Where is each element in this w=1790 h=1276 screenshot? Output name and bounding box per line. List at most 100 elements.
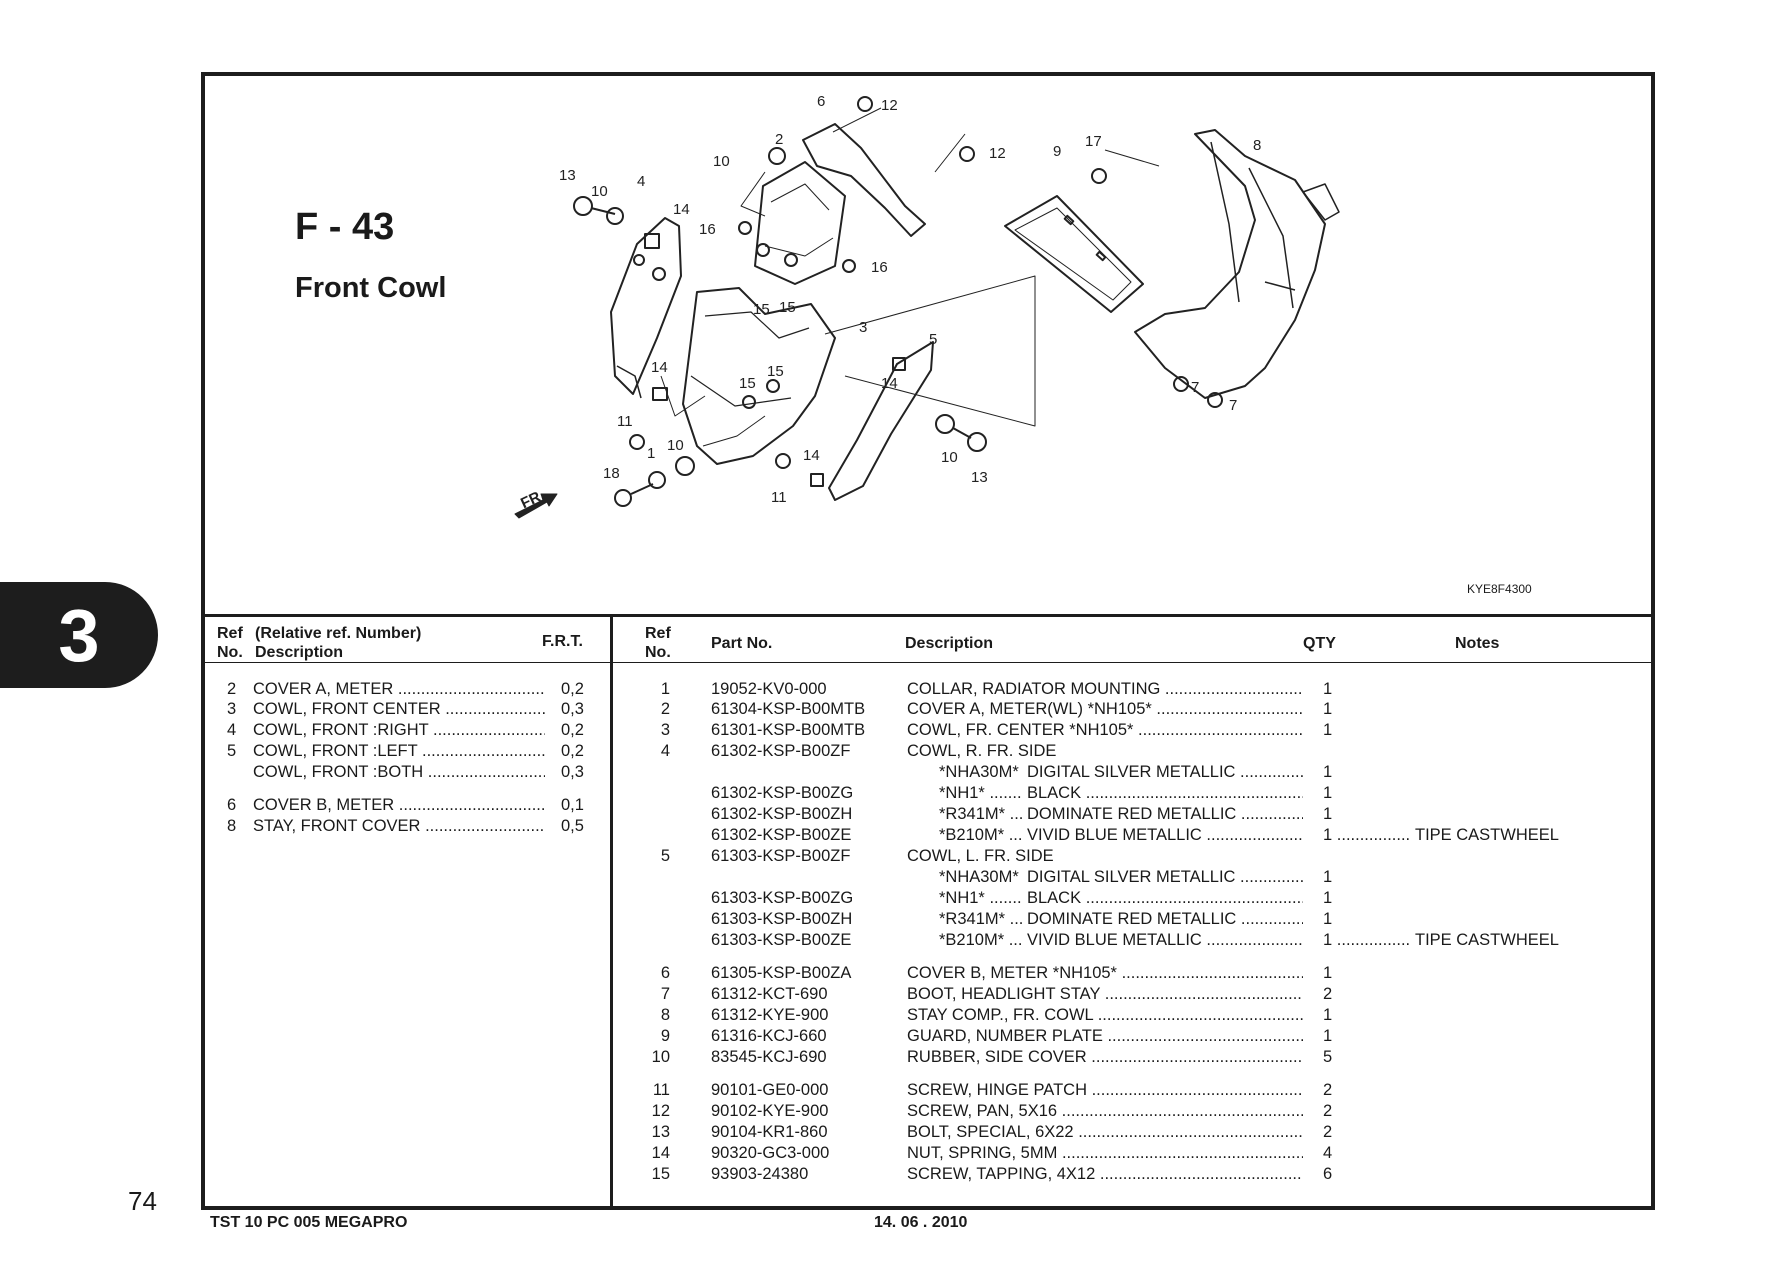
part-row-qty: 1 bbox=[1323, 680, 1333, 698]
part-row-number: 19052-KV0-000 bbox=[711, 680, 827, 698]
part-screw-11-b bbox=[775, 453, 791, 469]
part-row-number: 61305-KSP-B00ZA bbox=[711, 964, 852, 982]
page-number: 74 bbox=[128, 1186, 157, 1216]
callout-label: 2 bbox=[775, 131, 783, 148]
callout-label: 11 bbox=[617, 413, 633, 430]
section-tab: 3 bbox=[0, 582, 158, 688]
part-row-description: BLACK bbox=[1027, 889, 1303, 908]
callout-label: 12 bbox=[881, 97, 898, 114]
part-row-description: DIGITAL SILVER METALLIC bbox=[1027, 763, 1303, 782]
part-screw-16 bbox=[738, 221, 752, 235]
part-row-number: 90320-GC3-000 bbox=[711, 1144, 830, 1162]
part-row-ref: 3 bbox=[660, 721, 670, 739]
part-row-color-code: *NHA30M* bbox=[939, 763, 1023, 782]
frt-header: F.R.T. bbox=[542, 633, 583, 650]
callout-label: 11 bbox=[771, 489, 787, 506]
part-spring-nut-14-c bbox=[892, 357, 906, 371]
part-row-description: VIVID BLUE METALLIC bbox=[1027, 931, 1303, 950]
part-row-description: DIGITAL SILVER METALLIC bbox=[1027, 868, 1303, 887]
part-row-qty: 1 bbox=[1323, 931, 1409, 950]
callout-label: 3 bbox=[859, 319, 867, 336]
part-boot-7-b bbox=[1207, 392, 1223, 408]
column-divider bbox=[610, 614, 613, 1210]
part-row-color-code: *B210M* bbox=[939, 826, 1023, 845]
diagram-reference-code: KYE8F4300 bbox=[1467, 582, 1532, 596]
part-row-description: VIVID BLUE METALLIC bbox=[1027, 826, 1303, 845]
part-spring-nut-14-b bbox=[652, 387, 668, 401]
part-row-qty: 1 bbox=[1323, 964, 1333, 982]
part-row-description: COWL, L. FR. SIDE bbox=[907, 847, 1054, 865]
description-header: Description bbox=[905, 635, 994, 652]
part-row-number: 93903-24380 bbox=[711, 1165, 809, 1183]
callout-label: 4 bbox=[637, 173, 645, 190]
part-row-number: 90104-KR1-860 bbox=[711, 1123, 828, 1141]
part-collar-1 bbox=[648, 471, 666, 489]
section-number: 3 bbox=[58, 593, 100, 677]
part-spring-nut-14-d bbox=[810, 473, 824, 487]
part-right-side-cowl bbox=[610, 217, 682, 395]
part-row-number: 90101-GE0-000 bbox=[711, 1081, 829, 1099]
left-row-frt: 0,3 bbox=[561, 700, 584, 718]
part-row-qty: 2 bbox=[1323, 1102, 1333, 1120]
part-screw-12 bbox=[857, 96, 873, 112]
left-row-frt: 0,3 bbox=[561, 763, 584, 781]
part-row-number: 61316-KCJ-660 bbox=[711, 1027, 827, 1045]
part-row-number: 61303-KSP-B00ZF bbox=[711, 847, 851, 865]
part-screw-12-b bbox=[959, 146, 975, 162]
part-row-description: SCREW, TAPPING, 4X12 bbox=[907, 1165, 1303, 1184]
part-row-description: COVER B, METER *NH105* bbox=[907, 964, 1303, 983]
callout-label: 7 bbox=[1229, 397, 1237, 414]
header-rule bbox=[205, 614, 1651, 617]
part-rubber-10-b bbox=[768, 147, 786, 165]
callout-label: 14 bbox=[673, 201, 690, 218]
part-row-ref: 4 bbox=[660, 742, 670, 760]
page-frame: F - 43 Front Cowl bbox=[201, 72, 1655, 1210]
part-row-description: COVER A, METER(WL) *NH105* bbox=[907, 700, 1303, 719]
callout-label: 10 bbox=[941, 449, 958, 466]
part-no-header: Part No. bbox=[711, 635, 773, 652]
part-row-ref: 11 bbox=[652, 1081, 670, 1099]
part-bolt-13-b bbox=[967, 432, 987, 452]
part-row-number: 61304-KSP-B00MTB bbox=[711, 700, 866, 718]
left-row-description: COWL, FRONT :RIGHT bbox=[253, 721, 545, 740]
part-row-ref: 15 bbox=[651, 1165, 670, 1183]
part-row-color-code: *B210M* bbox=[939, 931, 1023, 950]
part-row-description: COWL, FR. CENTER *NH105* bbox=[907, 721, 1303, 740]
part-row-ref: 13 bbox=[651, 1123, 670, 1141]
part-row-qty: 1 bbox=[1323, 700, 1333, 718]
part-row-color-code: *R341M* bbox=[939, 910, 1023, 929]
part-front-center-cowl bbox=[682, 287, 836, 465]
callout-label: 18 bbox=[603, 465, 620, 482]
part-row-description: NUT, SPRING, 5MM bbox=[907, 1144, 1303, 1163]
part-row-qty: 1 bbox=[1323, 805, 1333, 823]
part-row-number: 61312-KYE-900 bbox=[711, 1006, 829, 1024]
part-row-number: 61303-KSP-B00ZE bbox=[711, 931, 852, 949]
callout-label: 15 bbox=[753, 301, 770, 318]
part-number-plate-guard bbox=[1004, 195, 1144, 313]
callout-label: 9 bbox=[1053, 143, 1061, 160]
part-screw-15-c bbox=[766, 379, 780, 393]
left-row-ref: 5 bbox=[227, 742, 237, 760]
part-row-ref: 9 bbox=[660, 1027, 670, 1045]
part-screw-15-b bbox=[784, 253, 798, 267]
part-row-qty: 1 bbox=[1323, 763, 1333, 781]
part-spring-nut-14 bbox=[644, 233, 660, 249]
part-row-qty: 1 bbox=[1323, 1006, 1333, 1024]
part-front-cowl-stay bbox=[1134, 129, 1326, 399]
notes-header: Notes bbox=[1455, 635, 1500, 652]
qty-header: QTY bbox=[1303, 635, 1336, 652]
callout-label: 13 bbox=[559, 167, 576, 184]
left-row-frt: 0,2 bbox=[561, 742, 584, 760]
part-row-number: 83545-KCJ-690 bbox=[711, 1048, 827, 1066]
part-row-description: RUBBER, SIDE COVER bbox=[907, 1048, 1303, 1067]
part-row-qty: 2 bbox=[1323, 1081, 1333, 1099]
part-row-qty: 1 bbox=[1323, 1027, 1333, 1045]
callout-label: 1 bbox=[647, 445, 655, 462]
part-row-number: 61302-KSP-B00ZE bbox=[711, 826, 852, 844]
left-row-frt: 0,5 bbox=[561, 817, 584, 835]
part-screw-15 bbox=[756, 243, 770, 257]
part-row-number: 61302-KSP-B00ZG bbox=[711, 784, 854, 802]
left-row-ref: 2 bbox=[227, 680, 237, 698]
callout-label: 8 bbox=[1253, 137, 1261, 154]
